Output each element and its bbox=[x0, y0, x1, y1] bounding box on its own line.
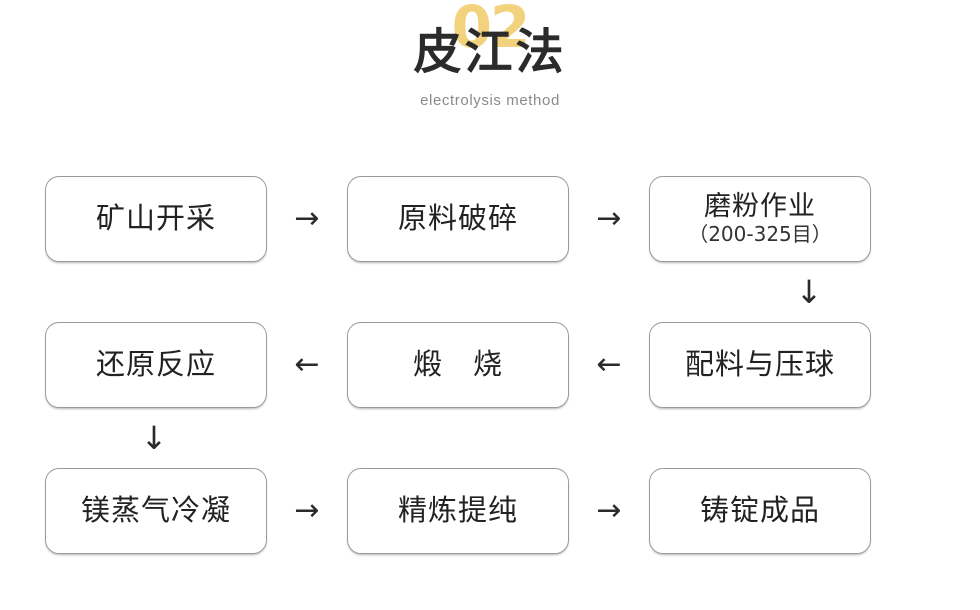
connector-row-right: ↓ bbox=[45, 262, 935, 322]
arrow-right-icon: → bbox=[294, 493, 320, 528]
process-node-vapor-condensation[interactable]: 镁蒸气冷凝 bbox=[45, 468, 267, 554]
process-node-grinding[interactable]: 磨粉作业 （200-325目） bbox=[649, 176, 871, 262]
process-node-reduction[interactable]: 还原反应 bbox=[45, 322, 267, 408]
process-node-label: 铸锭成品 bbox=[699, 493, 820, 528]
process-node-label: 原料破碎 bbox=[397, 201, 518, 236]
process-node-label: 煅 烧 bbox=[412, 347, 503, 382]
connector-row-left: ↓ bbox=[45, 408, 935, 468]
section-number: 02 bbox=[451, 0, 531, 61]
process-node-mining[interactable]: 矿山开采 bbox=[45, 176, 267, 262]
arrow-down-icon: ↓ bbox=[140, 419, 168, 457]
process-node-calcination[interactable]: 煅 烧 bbox=[347, 322, 569, 408]
process-node-label: 还原反应 bbox=[95, 347, 216, 382]
flow-row-2: 还原反应 ← 煅 烧 ← 配料与压球 bbox=[45, 322, 935, 408]
flow-row-1: 矿山开采 → 原料破碎 → 磨粉作业 （200-325目） bbox=[45, 176, 935, 262]
process-node-label: 矿山开采 bbox=[95, 201, 216, 236]
process-flow-diagram: 矿山开采 → 原料破碎 → 磨粉作业 （200-325目） ↓ 还原反应 ← 煅… bbox=[45, 176, 935, 554]
process-node-label: 精炼提纯 bbox=[397, 493, 518, 528]
process-node-crushing[interactable]: 原料破碎 bbox=[347, 176, 569, 262]
page-subtitle: electrolysis method bbox=[420, 92, 560, 109]
process-node-refining[interactable]: 精炼提纯 bbox=[347, 468, 569, 554]
process-node-label: 镁蒸气冷凝 bbox=[80, 493, 231, 528]
page-title: 皮江法 bbox=[413, 24, 567, 80]
process-node-sublabel: （200-325目） bbox=[688, 221, 832, 246]
arrow-left-icon: ← bbox=[596, 347, 622, 382]
header-logo-stack: 02 皮江法 electrolysis method bbox=[280, 0, 700, 124]
flow-row-3: 镁蒸气冷凝 → 精炼提纯 → 铸锭成品 bbox=[45, 468, 935, 554]
process-node-batching-briquetting[interactable]: 配料与压球 bbox=[649, 322, 871, 408]
arrow-left-icon: ← bbox=[294, 347, 320, 382]
arrow-right-icon: → bbox=[596, 201, 622, 236]
arrow-down-icon: ↓ bbox=[795, 273, 823, 311]
process-node-ingot-casting[interactable]: 铸锭成品 bbox=[649, 468, 871, 554]
page-header: 02 皮江法 electrolysis method bbox=[0, 0, 980, 150]
arrow-right-icon: → bbox=[294, 201, 320, 236]
process-node-label: 配料与压球 bbox=[684, 347, 835, 382]
arrow-right-icon: → bbox=[596, 493, 622, 528]
process-node-label: 磨粉作业 bbox=[704, 191, 816, 223]
